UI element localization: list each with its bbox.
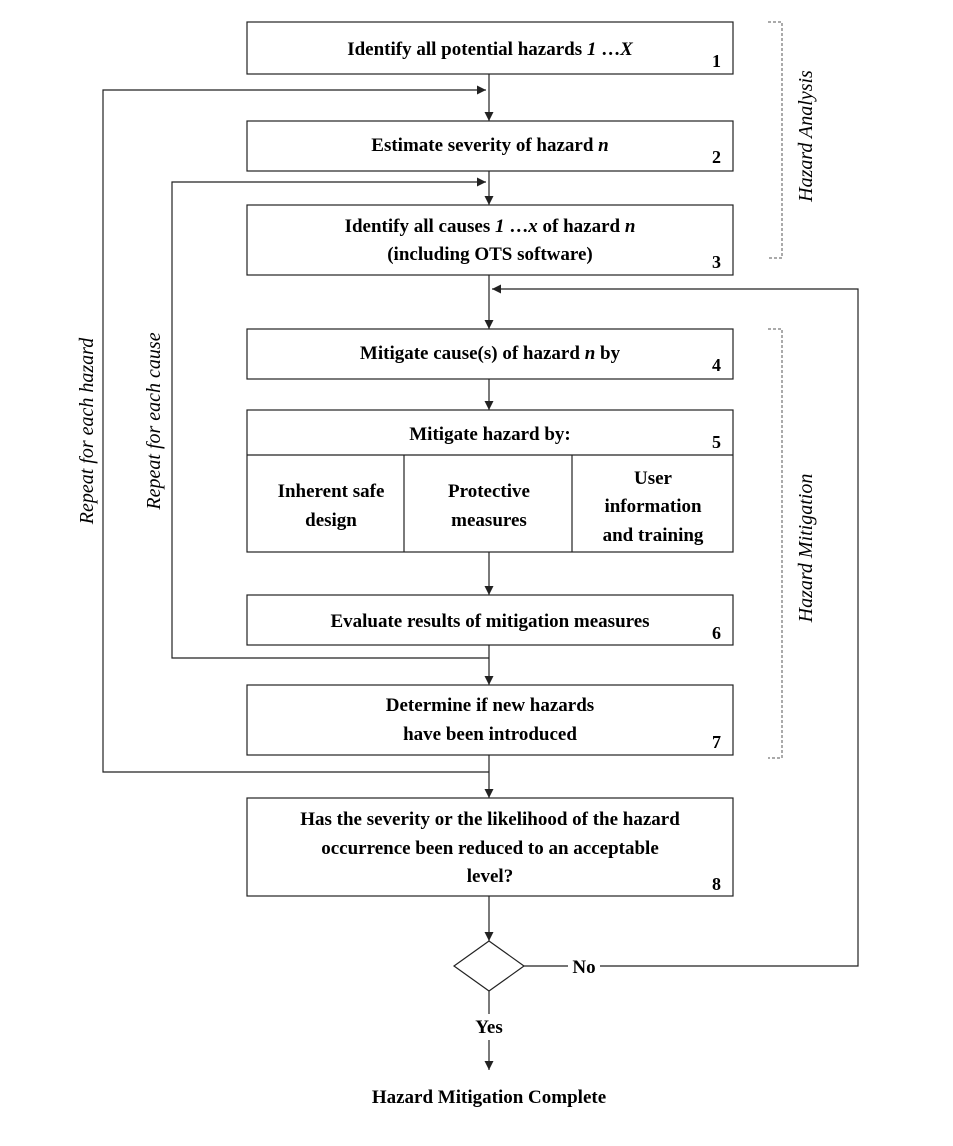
step-8-text-line2: occurrence been reduced to an acceptable	[321, 838, 659, 859]
repeat-each-cause-label: Repeat for each cause	[143, 332, 165, 510]
text-segment: 1	[587, 39, 597, 60]
text-segment: Estimate severity of hazard	[371, 135, 598, 156]
loop-each-cause	[171, 177, 489, 659]
step-8-box	[246, 797, 734, 897]
step-8-text-line1: Has the severity or the likelihood of th…	[300, 809, 680, 830]
text-segment: by	[595, 343, 620, 364]
option-protective-measures-line2: measures	[451, 510, 527, 531]
option-protective-measures-line1: Protective	[448, 481, 530, 502]
step-8-number: 8	[712, 874, 721, 894]
step-8-text-line3: level?	[467, 866, 513, 887]
text-segment: …	[596, 39, 620, 60]
hazard-analysis-bracket	[768, 21, 783, 259]
text-segment: of hazard	[538, 216, 625, 237]
text-segment: n	[585, 343, 596, 364]
text-segment: 1	[495, 216, 505, 237]
step-5-number: 5	[712, 432, 721, 452]
loop-no-branch	[492, 284, 859, 967]
step-5-title: Mitigate hazard by:	[409, 424, 570, 445]
text-segment: (including OTS software)	[387, 244, 593, 265]
option-user-information-line2: information	[604, 496, 702, 517]
step-6-text: Evaluate results of mitigation measures	[330, 611, 649, 632]
step-2-text: Estimate severity of hazard n	[371, 135, 608, 156]
hazard-mitigation-bracket	[768, 328, 783, 759]
text-segment: Mitigate cause(s) of hazard	[360, 343, 585, 364]
step-7-text-line2: have been introduced	[403, 724, 577, 745]
step-1-box	[246, 21, 734, 75]
text-segment: Identify all causes	[345, 216, 495, 237]
text-segment: x	[527, 216, 538, 237]
option-inherent-safe-design-line2: design	[305, 510, 357, 531]
step-7-number: 7	[712, 732, 721, 752]
text-segment: n	[598, 135, 609, 156]
repeat-each-hazard-label: Repeat for each hazard	[76, 337, 98, 525]
step-2-number: 2	[712, 147, 721, 167]
text-segment: Evaluate results of mitigation measures	[330, 611, 649, 632]
text-segment: X	[619, 39, 634, 60]
step-7-box	[246, 684, 734, 756]
hazard-mitigation-label: Hazard Mitigation	[795, 474, 817, 624]
loop-each-hazard	[102, 85, 489, 773]
step-3-text-line1: Identify all causes 1 …x of hazard n	[345, 216, 636, 237]
step-4-text: Mitigate cause(s) of hazard n by	[360, 343, 621, 364]
text-segment: n	[625, 216, 636, 237]
text-segment: have been introduced	[403, 724, 577, 745]
text-segment: level?	[467, 866, 513, 887]
step-4-box	[246, 328, 734, 380]
step-1-number: 1	[712, 51, 721, 71]
decision-diamond	[452, 940, 526, 992]
step-3-text-line2: (including OTS software)	[387, 244, 593, 265]
step-2-box	[246, 120, 734, 172]
text-segment: Identify all potential hazards	[347, 39, 587, 60]
text-segment: …	[505, 216, 529, 237]
option-user-information-line1: User	[634, 468, 673, 489]
decision-yes-label: Yes	[475, 1017, 502, 1038]
text-segment: occurrence been reduced to an acceptable	[321, 838, 659, 859]
step-5-box	[246, 409, 734, 553]
step-4-number: 4	[712, 355, 721, 375]
decision-no-label: No	[572, 957, 595, 978]
step-7-text-line1: Determine if new hazards	[386, 695, 594, 716]
step-6-number: 6	[712, 623, 721, 643]
end-label: Hazard Mitigation Complete	[372, 1087, 606, 1108]
step-6-box	[246, 594, 734, 646]
step-1-text: Identify all potential hazards 1 …X	[347, 39, 634, 60]
text-segment: Determine if new hazards	[386, 695, 594, 716]
text-segment: Has the severity or the likelihood of th…	[300, 809, 680, 830]
hazard-analysis-label: Hazard Analysis	[795, 70, 817, 203]
step-3-number: 3	[712, 252, 721, 272]
option-inherent-safe-design-line1: Inherent safe	[278, 481, 385, 502]
option-user-information-line3: and training	[603, 525, 704, 546]
step-3-box	[246, 204, 734, 276]
